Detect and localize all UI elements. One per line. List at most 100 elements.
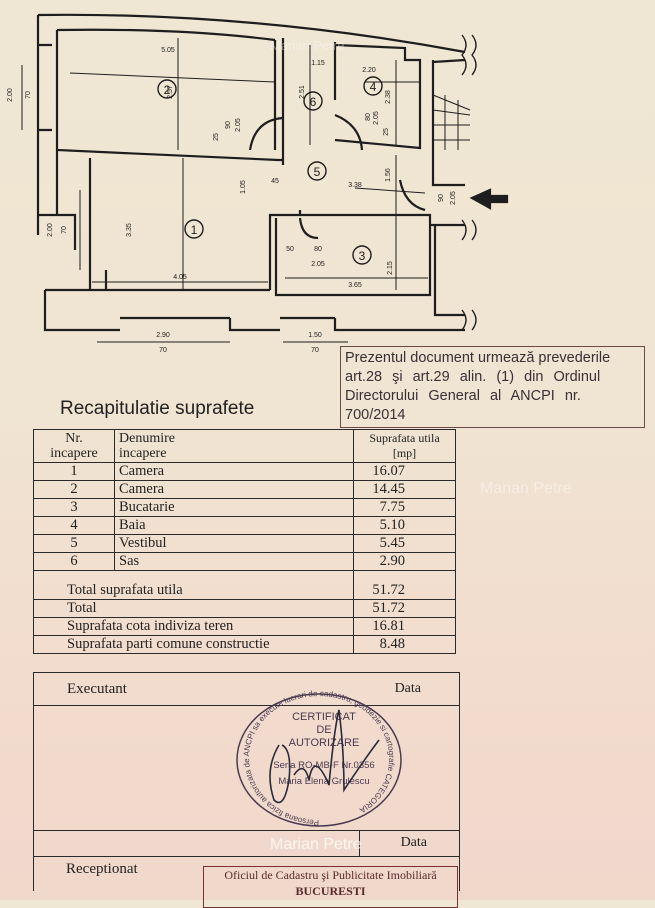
break-lines: [461, 34, 477, 331]
dimension-label: 3.35: [126, 223, 133, 237]
header-area: Suprafata utila: [369, 431, 440, 445]
page-title: Recapitulatie suprafete: [60, 398, 255, 419]
room-area: 5.45: [353, 534, 456, 553]
total-label: Total suprafata utila: [33, 570, 354, 600]
notice-line: Directorului General al ANCPI nr.: [345, 388, 581, 404]
room-name: Camera: [114, 462, 354, 481]
seal-text: CERTIFICAT: [292, 711, 356, 723]
room-name: Vestibul: [114, 534, 354, 553]
header-name-2: incapere: [119, 446, 167, 461]
room-number: 1: [191, 223, 198, 237]
room-area: 5.10: [353, 516, 456, 535]
total-value: 51.72: [353, 570, 456, 600]
dimension-label: 2.05: [235, 118, 242, 132]
dimension-label: 70: [159, 347, 167, 354]
dimension-label: 2.05: [311, 261, 325, 268]
red-stamp-line: BUCURESTI: [295, 884, 366, 898]
dimension-label: 2.90: [156, 332, 170, 339]
dimension-label: 2.05: [450, 191, 457, 205]
watermark: Marian Petre: [270, 38, 345, 53]
notice-line: art.28 şi art.29 alin. (1) din Ordinul: [345, 369, 601, 385]
dimension-label: 2.51: [299, 85, 306, 99]
dimension-label: 3.38: [348, 182, 362, 189]
room-name: Baia: [114, 516, 354, 535]
room-area: 7.75: [353, 498, 456, 517]
dimension-label: 2.15: [387, 261, 394, 275]
legal-notice-stamp: Prezentul document urmează prevederile a…: [340, 346, 645, 428]
room-area: 2.90: [353, 552, 456, 571]
receptionat-label: Receptionat: [66, 861, 138, 877]
header-nr-2: incapere: [50, 446, 98, 461]
room-number: 6: [310, 95, 317, 109]
dimension-label: 2.38: [385, 90, 392, 104]
header-nr: Nr.: [65, 431, 83, 446]
dimension-label: 2.00: [7, 88, 14, 102]
dimension-label: 4.05: [173, 274, 187, 281]
dimension-label: 1.05: [240, 180, 247, 194]
dimension-label: 2.00: [47, 223, 54, 237]
dimension-label: 25: [383, 128, 390, 136]
dimension-label: 50: [286, 246, 294, 253]
receptionat-date-label: Data: [400, 835, 427, 850]
dimension-label: 3.65: [348, 282, 362, 289]
executant-date-label: Data: [394, 681, 421, 696]
signature-section: Executant Data Data Receptionat: [33, 672, 460, 891]
room-nr: 6: [33, 552, 115, 571]
watermark: Marian Petre: [480, 480, 572, 497]
dimension-label: 2.57: [167, 85, 174, 99]
room-name: Bucatarie: [114, 498, 354, 517]
dimension-label: 1.15: [311, 60, 325, 67]
room-number-circles: [157, 76, 383, 265]
notice-line: Prezentul document urmează prevederile: [345, 350, 611, 366]
room-nr: 4: [33, 516, 115, 535]
total-value: 8.48: [353, 635, 456, 654]
room-name: Sas: [114, 552, 354, 571]
dimension-label: 90: [438, 194, 445, 202]
room-nr: 3: [33, 498, 115, 517]
room-number: 3: [359, 249, 366, 263]
room-nr: 5: [33, 534, 115, 553]
room-area: 16.07: [353, 462, 456, 481]
dimension-label: 45: [271, 178, 279, 185]
executant-label: Executant: [67, 681, 127, 697]
authorization-seal: Persoana fizica autorizata de ANCPI sa e…: [236, 690, 402, 827]
dimension-label: 1.50: [308, 332, 322, 339]
room-area: 14.45: [353, 480, 456, 499]
header-name: Denumire: [119, 431, 175, 446]
entrance-arrow: [469, 188, 509, 210]
seal-text: DE: [316, 724, 331, 736]
room-name: Camera: [114, 480, 354, 499]
header-area-2: [mp]: [392, 446, 417, 460]
outer-wall: [36, 13, 466, 332]
seal-text: AUTORIZARE: [289, 737, 360, 749]
door-arc: [248, 113, 426, 240]
dimension-label: 1.56: [385, 168, 392, 182]
room-number: 2: [164, 83, 171, 97]
dimension-label: 70: [61, 226, 68, 234]
total-label: Suprafata cota indiviza teren: [33, 617, 354, 636]
room-number: 5: [314, 165, 321, 179]
dimension-label: 5.05: [161, 47, 175, 54]
red-stamp-line: Oficiul de Cadastru şi Publicitate Imobi…: [224, 868, 437, 882]
dimension-label: 25: [213, 133, 220, 141]
signature: [269, 709, 380, 804]
total-label: Suprafata parti comune constructie: [33, 635, 354, 654]
cadastre-office-stamp: Oficiul de Cadastru şi Publicitate Imobi…: [203, 866, 458, 908]
dimension-label: 80: [314, 246, 322, 253]
seal-text: Seria RO-MB-F Nr.0356: [273, 760, 374, 771]
dimension-label: 90: [225, 121, 232, 129]
dimension-label: 70: [25, 91, 32, 99]
seal-text: Maria Elena Grulescu: [278, 776, 369, 787]
dimension-lines: [21, 38, 428, 343]
